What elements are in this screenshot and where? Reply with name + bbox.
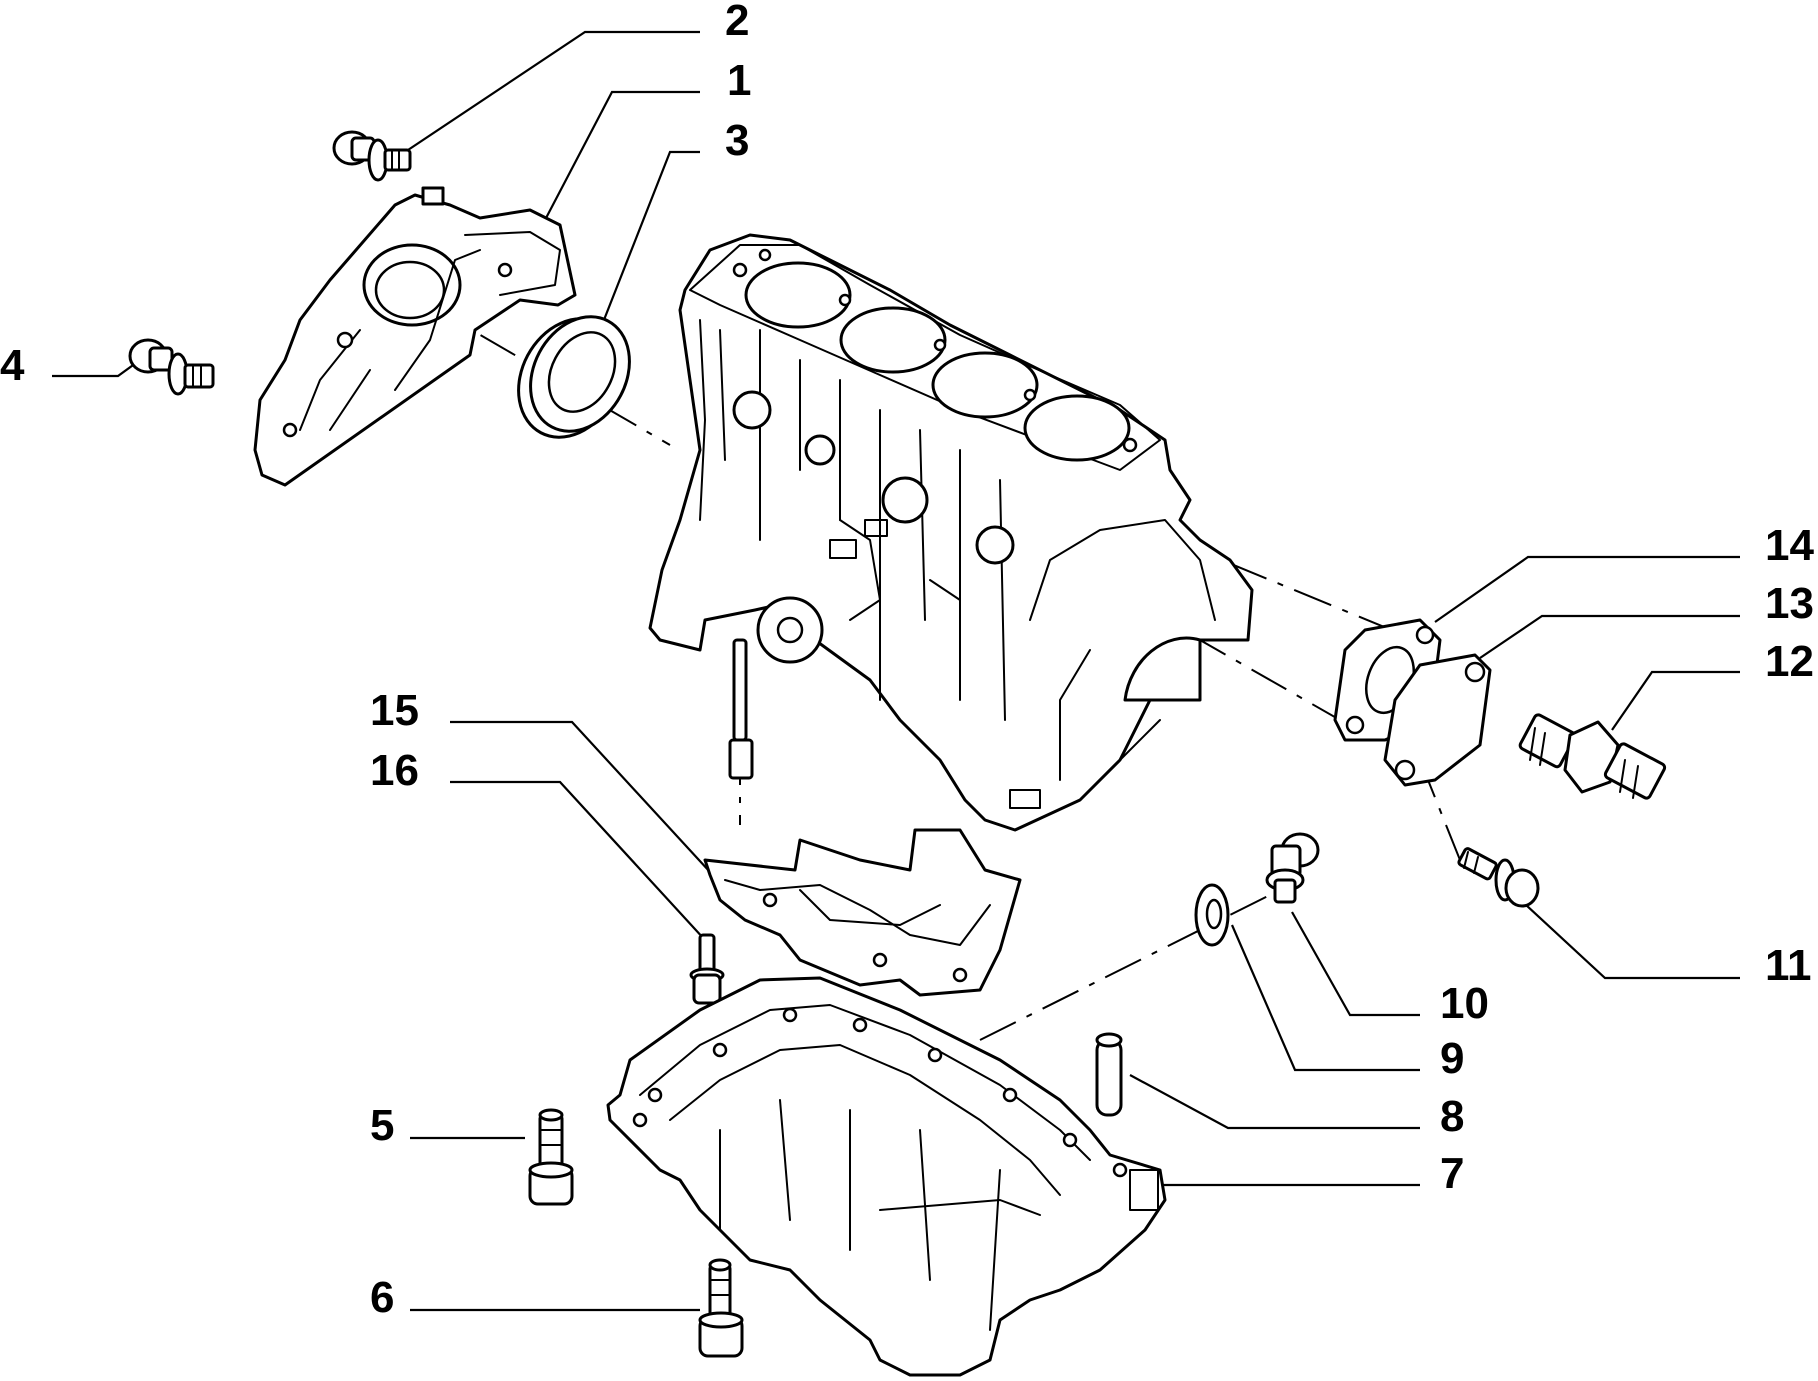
callout-8: 8 — [1440, 1092, 1464, 1141]
leader-15 — [450, 720, 711, 873]
part-2-bolt — [332, 130, 412, 182]
leader-1 — [544, 90, 700, 221]
part-4-bolt — [128, 338, 215, 396]
leader-3 — [598, 150, 700, 331]
callout-13: 13 — [1765, 579, 1814, 628]
callout-15: 15 — [370, 686, 419, 735]
leader-2 — [404, 30, 700, 153]
part-9-washer — [1194, 883, 1230, 947]
callout-12: 12 — [1765, 637, 1814, 686]
part-15-gasket — [703, 828, 1022, 997]
leader-8 — [1129, 1074, 1420, 1130]
cylinder-bore-2 — [839, 306, 947, 374]
part-1-rear-cover — [253, 186, 577, 487]
engine-block — [648, 233, 1254, 832]
leader-12 — [1611, 670, 1740, 731]
callout-3: 3 — [725, 116, 749, 165]
callout-10: 10 — [1440, 979, 1489, 1028]
leader-lines — [52, 30, 1740, 1312]
part-6-socket-screw — [698, 1258, 744, 1358]
leader-16 — [450, 780, 706, 941]
part-11-bolt — [1457, 847, 1540, 908]
part-10-drain-plug — [1265, 832, 1320, 904]
callout-1: 1 — [727, 56, 751, 105]
callout-16: 16 — [370, 746, 419, 795]
callout-4: 4 — [0, 341, 25, 390]
leader-4 — [52, 359, 141, 378]
part-12-threaded-adaptor — [1518, 713, 1667, 800]
cylinder-bore-1 — [744, 261, 852, 329]
leader-13 — [1479, 614, 1740, 659]
part-5-socket-screw — [528, 1108, 574, 1206]
callout-5: 5 — [370, 1101, 394, 1150]
leader-11 — [1511, 891, 1740, 980]
callout-11: 11 — [1765, 941, 1812, 990]
part-7-oil-pan — [606, 976, 1167, 1377]
cylinder-bore-4 — [1023, 394, 1131, 462]
stud-bolt — [728, 638, 754, 780]
callout-6: 6 — [370, 1273, 394, 1322]
cylinder-bore-3 — [931, 351, 1039, 419]
leader-14 — [1434, 555, 1740, 623]
axis-drain-plug — [979, 884, 1291, 1041]
part-8-dowel-pin — [1095, 1032, 1123, 1117]
leader-10 — [1291, 911, 1420, 1017]
part-3-oil-seal — [517, 315, 631, 439]
callout-labels: 2 1 3 4 14 13 12 11 10 9 8 7 5 6 15 16 — [0, 0, 1814, 1322]
callout-7: 7 — [1440, 1149, 1464, 1198]
leader-9 — [1230, 924, 1420, 1072]
part-16-bolt — [689, 933, 725, 1005]
part-13-flange-plate — [1383, 653, 1492, 787]
callout-14: 14 — [1765, 521, 1814, 570]
callout-2: 2 — [725, 0, 749, 45]
callout-9: 9 — [1440, 1034, 1464, 1083]
